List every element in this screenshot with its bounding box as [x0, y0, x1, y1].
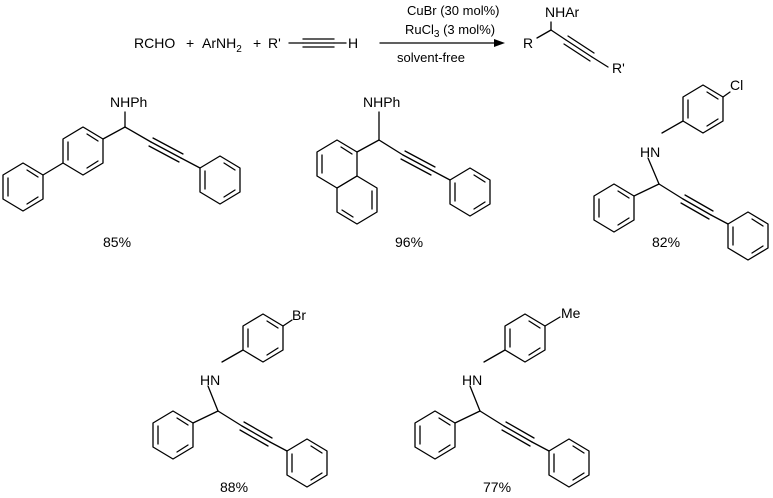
- methyl-label: Me: [561, 305, 581, 321]
- compound-1-label: NHPh: [110, 94, 147, 110]
- compound-4-label: HN: [200, 372, 220, 388]
- chloro-label: Cl: [730, 77, 743, 93]
- compound-2-yield: 96%: [395, 234, 423, 250]
- reaction-arrow: [379, 39, 505, 47]
- compound-5-yield: 77%: [483, 479, 511, 495]
- compound-4: Br HN 88%: [152, 307, 328, 495]
- compound-4-yield: 88%: [220, 479, 248, 495]
- compound-3-label: HN: [640, 144, 660, 160]
- reaction-equation: RCHO + ArNH2 + R' H CuBr (30 mol%) RuCl3…: [134, 3, 625, 76]
- plus-sign: +: [186, 35, 194, 51]
- compound-2: NHPh 96%: [316, 94, 491, 250]
- reagent-rucl3: RuCl3 (3 mol%): [405, 22, 495, 40]
- product-r: R: [523, 35, 533, 51]
- compound-1-yield: 85%: [103, 234, 131, 250]
- reagent-cubr: CuBr (30 mol%): [407, 3, 499, 18]
- plus-sign: +: [253, 35, 261, 51]
- compound-5-label: HN: [462, 372, 482, 388]
- condition-label: solvent-free: [397, 50, 465, 65]
- compound-3-yield: 82%: [652, 234, 680, 250]
- bromo-label: Br: [292, 307, 306, 323]
- amine-label: ArNH2: [202, 35, 242, 55]
- compound-3: Cl HN 82%: [593, 77, 769, 261]
- compound-1: NHPh 85%: [2, 94, 241, 250]
- aldehyde-label: RCHO: [134, 35, 175, 51]
- product-r-prime: R': [612, 60, 625, 76]
- product-nhar: NHAr: [545, 4, 580, 20]
- compound-2-label: NHPh: [363, 94, 400, 110]
- product-structure: NHAr R R': [523, 4, 625, 76]
- alkyne-h-label: H: [348, 35, 358, 51]
- compound-5: Me HN 77%: [414, 305, 590, 495]
- alkyne-r-label: R': [268, 35, 281, 51]
- alkyne-triple-bond: [288, 38, 347, 48]
